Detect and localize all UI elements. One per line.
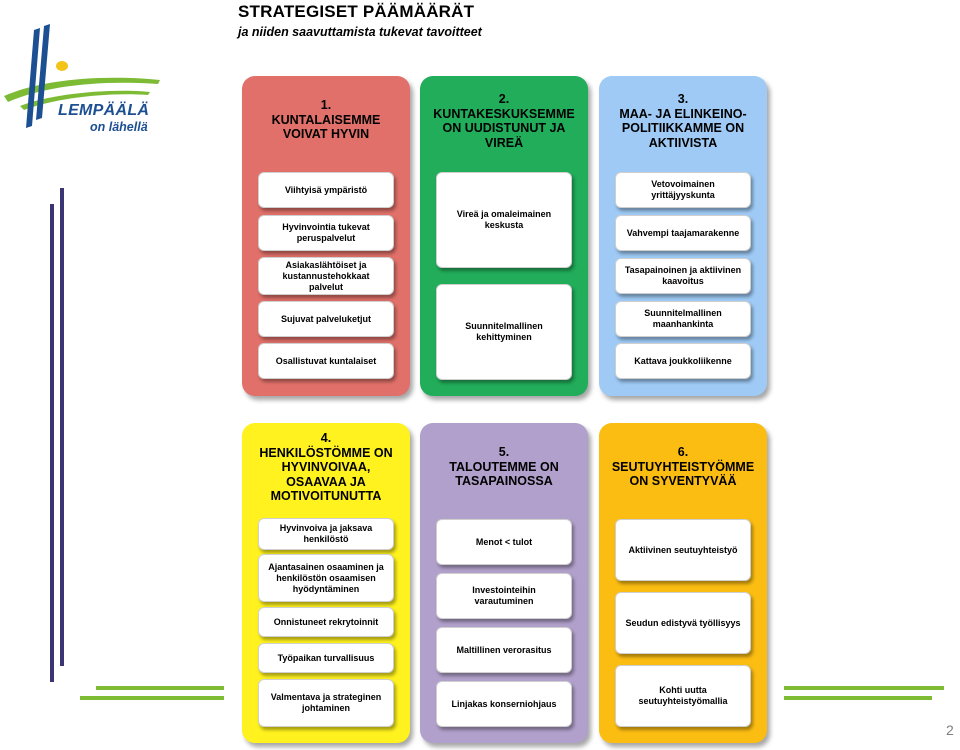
goal-item: Tasapainoinen ja aktiivinen kaavoitus xyxy=(615,258,751,294)
goal-card-2: 2. KUNTAKESKUKSEMME ON UUDISTUNUT JA VIR… xyxy=(420,76,588,396)
goal-item: Onnistuneet rekrytoinnit xyxy=(258,607,394,637)
page-number: 2 xyxy=(946,722,954,738)
goal-header: 4. HENKILÖSTÖMME ON HYVINVOIVAA, OSAAVAA… xyxy=(246,431,406,504)
goal-number: 1. xyxy=(320,98,332,112)
green-line-left-2 xyxy=(80,696,224,700)
goal-title: TALOUTEMME ON TASAPAINOSSA xyxy=(449,459,559,489)
goal-item: Linjakas konserniohjaus xyxy=(436,681,572,727)
logo-name: LEMPÄÄLÄ xyxy=(58,102,150,119)
goal-number: 3. xyxy=(677,92,689,106)
goal-header: 3. MAA- JA ELINKEINO- POLITIIKKAMME ON A… xyxy=(603,92,763,150)
page-title: STRATEGISET PÄÄMÄÄRÄT xyxy=(238,2,475,21)
goal-item: Aktiivinen seutuyhteistyö xyxy=(615,519,751,581)
goal-title: SEUTUYHTEISTYÖMME ON SYVENTYVÄÄ xyxy=(611,459,755,489)
goal-title: MAA- JA ELINKEINO- POLITIIKKAMME ON AKTI… xyxy=(619,106,747,150)
purple-bar-1 xyxy=(60,188,64,666)
goal-item: Sujuvat palveluketjut xyxy=(258,301,394,337)
goal-item: Ajantasainen osaaminen ja henkilöstön os… xyxy=(258,554,394,602)
goal-number: 5. xyxy=(498,445,510,459)
purple-bar-2 xyxy=(50,204,54,682)
goal-item: Hyvinvoiva ja jaksava henkilöstö xyxy=(258,518,394,550)
goal-card-3: 3. MAA- JA ELINKEINO- POLITIIKKAMME ON A… xyxy=(599,76,767,396)
goal-item: Menot < tulot xyxy=(436,519,572,565)
green-line-right-2 xyxy=(784,696,932,700)
goal-item: Osallistuvat kuntalaiset xyxy=(258,343,394,379)
green-line-left-1 xyxy=(96,686,224,690)
goal-item: Hyvinvointia tukevat peruspalvelut xyxy=(258,215,394,251)
goal-item: Valmentava ja strateginen johtaminen xyxy=(258,679,394,727)
goal-item: Investointeihin varautuminen xyxy=(436,573,572,619)
goal-number: 6. xyxy=(677,445,689,459)
goal-card-5: 5. TALOUTEMME ON TASAPAINOSSA Menot < tu… xyxy=(420,423,588,743)
goal-card-4: 4. HENKILÖSTÖMME ON HYVINVOIVAA, OSAAVAA… xyxy=(242,423,410,743)
goal-item: Vireä ja omaleimainen keskusta xyxy=(436,172,572,268)
logo-emblem xyxy=(4,24,160,128)
goal-header: 1. KUNTALAISEMME VOIVAT HYVIN xyxy=(246,98,406,142)
goal-header: 6. SEUTUYHTEISTYÖMME ON SYVENTYVÄÄ xyxy=(603,445,763,489)
goal-item: Maltillinen verorasitus xyxy=(436,627,572,673)
goal-title: KUNTALAISEMME VOIVAT HYVIN xyxy=(271,112,381,142)
goal-item: Vetovoimainen yrittäjyyskunta xyxy=(615,172,751,208)
green-line-right-1 xyxy=(784,686,944,690)
goal-item: Suunnitelmallinen kehittyminen xyxy=(436,284,572,380)
goal-item: Kattava joukkoliikenne xyxy=(615,343,751,379)
goal-number: 4. xyxy=(320,431,332,445)
goal-item: Työpaikan turvallisuus xyxy=(258,643,394,673)
lempaala-logo: LEMPÄÄLÄ on lähellä xyxy=(0,22,165,137)
goal-item: Suunnitelmallinen maanhankinta xyxy=(615,301,751,337)
page-subtitle: ja niiden saavuttamista tukevat tavoitte… xyxy=(238,25,482,39)
goal-item: Kohti uutta seutuyhteistyömallia xyxy=(615,665,751,727)
goal-item: Vahvempi taajamarakenne xyxy=(615,215,751,251)
goal-item: Asiakaslähtöiset ja kustannustehokkaat p… xyxy=(258,257,394,295)
goal-item: Seudun edistyvä työllisyys xyxy=(615,592,751,654)
logo-tagline: on lähellä xyxy=(90,120,148,134)
goal-title: KUNTAKESKUKSEMME ON UUDISTUNUT JA VIREÄ xyxy=(433,106,575,150)
goal-header: 2. KUNTAKESKUKSEMME ON UUDISTUNUT JA VIR… xyxy=(424,92,584,150)
goal-card-1: 1. KUNTALAISEMME VOIVAT HYVIN Viihtyisä … xyxy=(242,76,410,396)
goal-header: 5. TALOUTEMME ON TASAPAINOSSA xyxy=(424,445,584,489)
goal-card-6: 6. SEUTUYHTEISTYÖMME ON SYVENTYVÄÄ Aktii… xyxy=(599,423,767,743)
goal-number: 2. xyxy=(498,92,510,106)
goal-title: HENKILÖSTÖMME ON HYVINVOIVAA, OSAAVAA JA… xyxy=(259,445,393,504)
goal-item: Viihtyisä ympäristö xyxy=(258,172,394,208)
